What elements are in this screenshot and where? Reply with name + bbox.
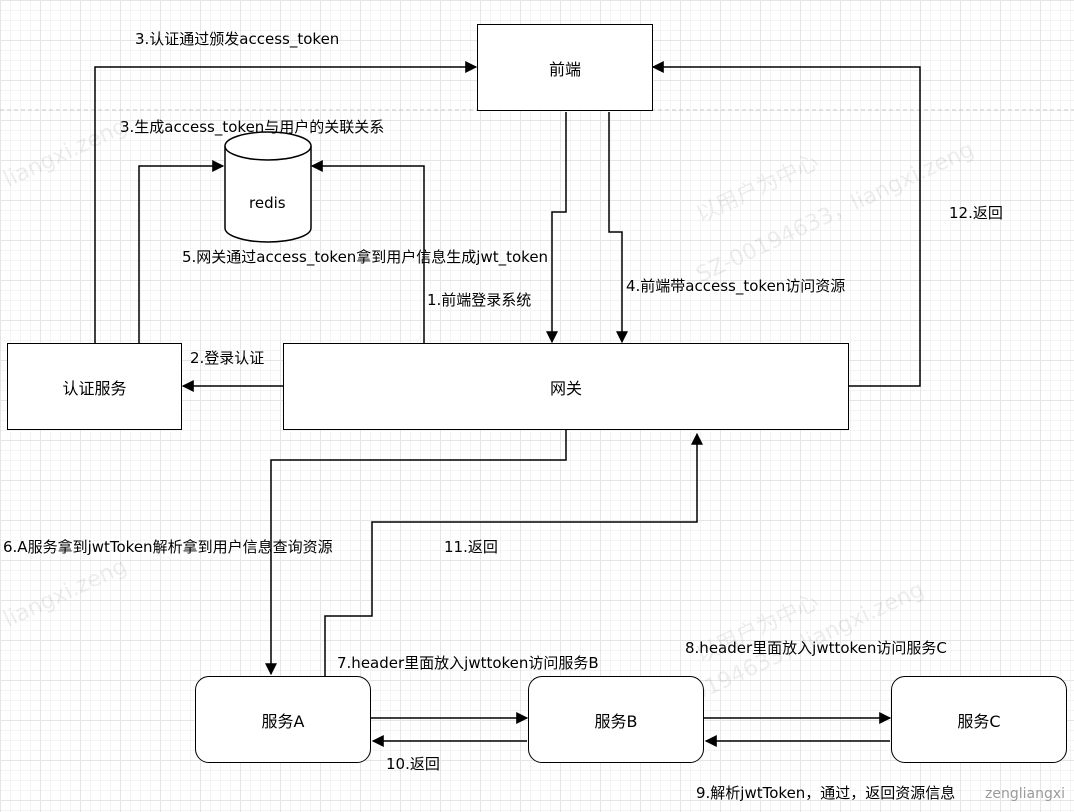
edge-to-service-a	[265, 430, 567, 676]
redis-cylinder	[224, 131, 312, 243]
edge-gateway-redis	[310, 160, 425, 344]
edge-login	[546, 112, 567, 344]
auth-service-box: 认证服务	[7, 343, 182, 430]
label-store-token: 3.生成access_token与用户的关联关系	[120, 118, 385, 136]
gateway-box: 网关	[283, 343, 849, 430]
service-c-label: 服务C	[957, 711, 1001, 731]
label-gateway-redis: 5.网关通过access_token拿到用户信息生成jwt_token	[182, 248, 549, 266]
service-b-box: 服务B	[528, 676, 704, 763]
edge-store-token	[138, 160, 225, 344]
gateway-label: 网关	[549, 378, 582, 398]
frontend-label: 前端	[548, 59, 581, 79]
watermark-corner: zengliangxi	[985, 786, 1066, 802]
label-login: 1.前端登录系统	[427, 291, 532, 309]
edge-return-gateway	[324, 432, 703, 676]
edge-access-resource	[608, 112, 628, 344]
label-return-gateway: 11.返回	[444, 538, 498, 556]
label-b-to-a: 10.返回	[386, 755, 440, 773]
redis-label: redis	[249, 194, 286, 212]
label-auth: 2.登录认证	[190, 349, 265, 367]
label-b-to-c: 8.header里面放入jwttoken访问服务C	[685, 639, 947, 657]
label-c-to-b: 9.解析jwtToken，通过，返回资源信息	[696, 784, 956, 802]
service-a-box: 服务A	[195, 676, 371, 763]
label-return-frontend: 12.返回	[949, 204, 1003, 222]
edge-issue-token	[94, 61, 478, 344]
label-to-service-a: 6.A服务拿到jwtToken解析拿到用户信息查询资源	[3, 538, 333, 556]
service-a-label: 服务A	[261, 711, 305, 731]
label-a-to-b: 7.header里面放入jwttoken访问服务B	[337, 654, 599, 672]
frontend-box: 前端	[477, 24, 653, 111]
service-c-box: 服务C	[891, 676, 1067, 763]
label-issue-token: 3.认证通过颁发access_token	[135, 30, 340, 48]
service-b-label: 服务B	[594, 711, 638, 731]
label-access-resource: 4.前端带access_token访问资源	[626, 277, 846, 295]
edge-return-frontend	[651, 61, 921, 387]
auth-service-label: 认证服务	[62, 378, 127, 398]
